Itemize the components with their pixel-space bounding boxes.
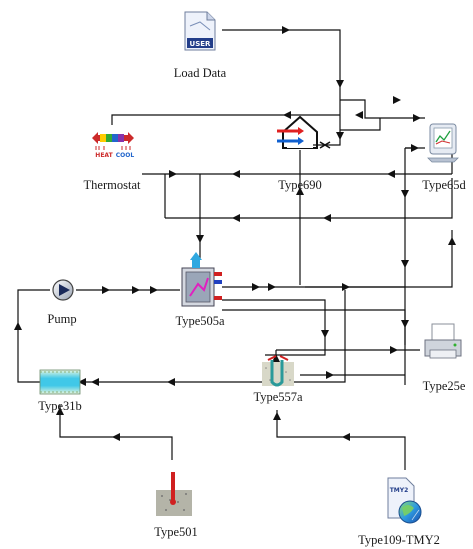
arrow xyxy=(169,170,177,178)
heat-pump-icon xyxy=(181,252,222,307)
cool-text: COOL xyxy=(116,152,135,159)
arrow xyxy=(232,214,240,222)
wire-505a-to-65d-row xyxy=(305,230,453,288)
type690-label: Type690 xyxy=(278,178,322,192)
arrow xyxy=(411,144,419,152)
user-file-icon: USER xyxy=(184,11,216,51)
arrow xyxy=(196,235,204,243)
wire-501-to-31b xyxy=(59,405,173,460)
type65d-label: Type65d xyxy=(422,178,466,192)
type690-component[interactable]: Type690 xyxy=(277,115,331,192)
arrow xyxy=(336,80,344,88)
arrow xyxy=(132,286,140,294)
arrow xyxy=(14,322,22,330)
arrow xyxy=(91,378,99,386)
arrow xyxy=(336,132,344,140)
arrow xyxy=(401,190,409,198)
arrowheads xyxy=(14,26,456,441)
wire-left-loop xyxy=(17,289,50,383)
type505a-label: Type505a xyxy=(175,314,225,328)
house-heat-exchanger-icon xyxy=(277,115,331,149)
arrow xyxy=(283,111,291,119)
type501-component[interactable]: Type501 xyxy=(154,472,198,539)
arrow xyxy=(342,433,350,441)
wire-690-to-thermostat-bus xyxy=(111,114,340,125)
wire-109-to-557a xyxy=(276,410,406,470)
arrow xyxy=(102,286,110,294)
arrow xyxy=(448,237,456,245)
tmy2-icon-text: TMY2 xyxy=(390,487,409,494)
arrow xyxy=(78,378,86,386)
pump-icon xyxy=(52,279,74,301)
type31b-component[interactable]: Type31b xyxy=(38,369,82,413)
arrow xyxy=(321,330,329,338)
arrow xyxy=(252,283,260,291)
heat-text: HEAT xyxy=(95,152,113,159)
type25e-label: Type25e xyxy=(423,379,466,393)
arrow xyxy=(390,346,398,354)
soil-temperature-icon xyxy=(156,472,192,516)
user-icon-text: USER xyxy=(190,40,212,48)
type109-component[interactable]: TMY2 Type109-TMY2 xyxy=(358,477,440,547)
arrow xyxy=(268,283,276,291)
wire-505a-out-2 xyxy=(222,299,326,356)
pump-component[interactable]: Pump xyxy=(47,279,77,326)
arrow xyxy=(323,214,331,222)
type557a-label: Type557a xyxy=(253,390,303,404)
weather-data-icon: TMY2 xyxy=(387,477,422,524)
arrow xyxy=(355,111,363,119)
load-data-component[interactable]: USER Load Data xyxy=(174,11,227,80)
type25e-component[interactable]: Type25e xyxy=(423,323,466,393)
arrow xyxy=(342,283,350,291)
type65d-component[interactable]: Type65d xyxy=(422,123,467,192)
monitor-plot-icon xyxy=(427,123,459,163)
wire-row-218 xyxy=(165,178,453,219)
arrow xyxy=(326,371,334,379)
arrow xyxy=(232,170,240,178)
type505a-component[interactable]: Type505a xyxy=(175,252,225,328)
arrow xyxy=(282,26,290,34)
arrow xyxy=(112,433,120,441)
arrow xyxy=(273,412,281,420)
pipe-icon xyxy=(39,369,81,395)
type501-label: Type501 xyxy=(154,525,198,539)
arrow xyxy=(272,354,280,362)
arrow xyxy=(387,170,395,178)
borehole-exchanger-icon xyxy=(262,355,294,387)
arrow xyxy=(56,407,64,415)
arrow xyxy=(401,320,409,328)
thermostat-icon: HEAT COOL xyxy=(92,132,134,159)
arrow xyxy=(167,378,175,386)
type109-label: Type109-TMY2 xyxy=(358,533,440,547)
wire-505a-to-print xyxy=(222,309,406,345)
wire-557a-right xyxy=(290,290,346,383)
arrow xyxy=(150,286,158,294)
printer-icon xyxy=(424,323,462,359)
arrow xyxy=(413,114,421,122)
arrow xyxy=(296,187,304,195)
thermostat-label: Thermostat xyxy=(84,178,141,192)
arrow xyxy=(393,96,401,104)
type557a-component[interactable]: Type557a xyxy=(253,355,303,404)
connection-wires xyxy=(17,29,453,470)
pump-label: Pump xyxy=(47,312,76,326)
wire-load-to-monitor xyxy=(340,99,425,119)
arrow xyxy=(401,260,409,268)
wire-load-data-out xyxy=(222,29,341,146)
wire-690-to-65d-upper xyxy=(340,118,381,131)
type31b-label: Type31b xyxy=(38,399,82,413)
load-data-label: Load Data xyxy=(174,66,227,80)
thermostat-component[interactable]: HEAT COOL Thermostat xyxy=(84,132,141,192)
